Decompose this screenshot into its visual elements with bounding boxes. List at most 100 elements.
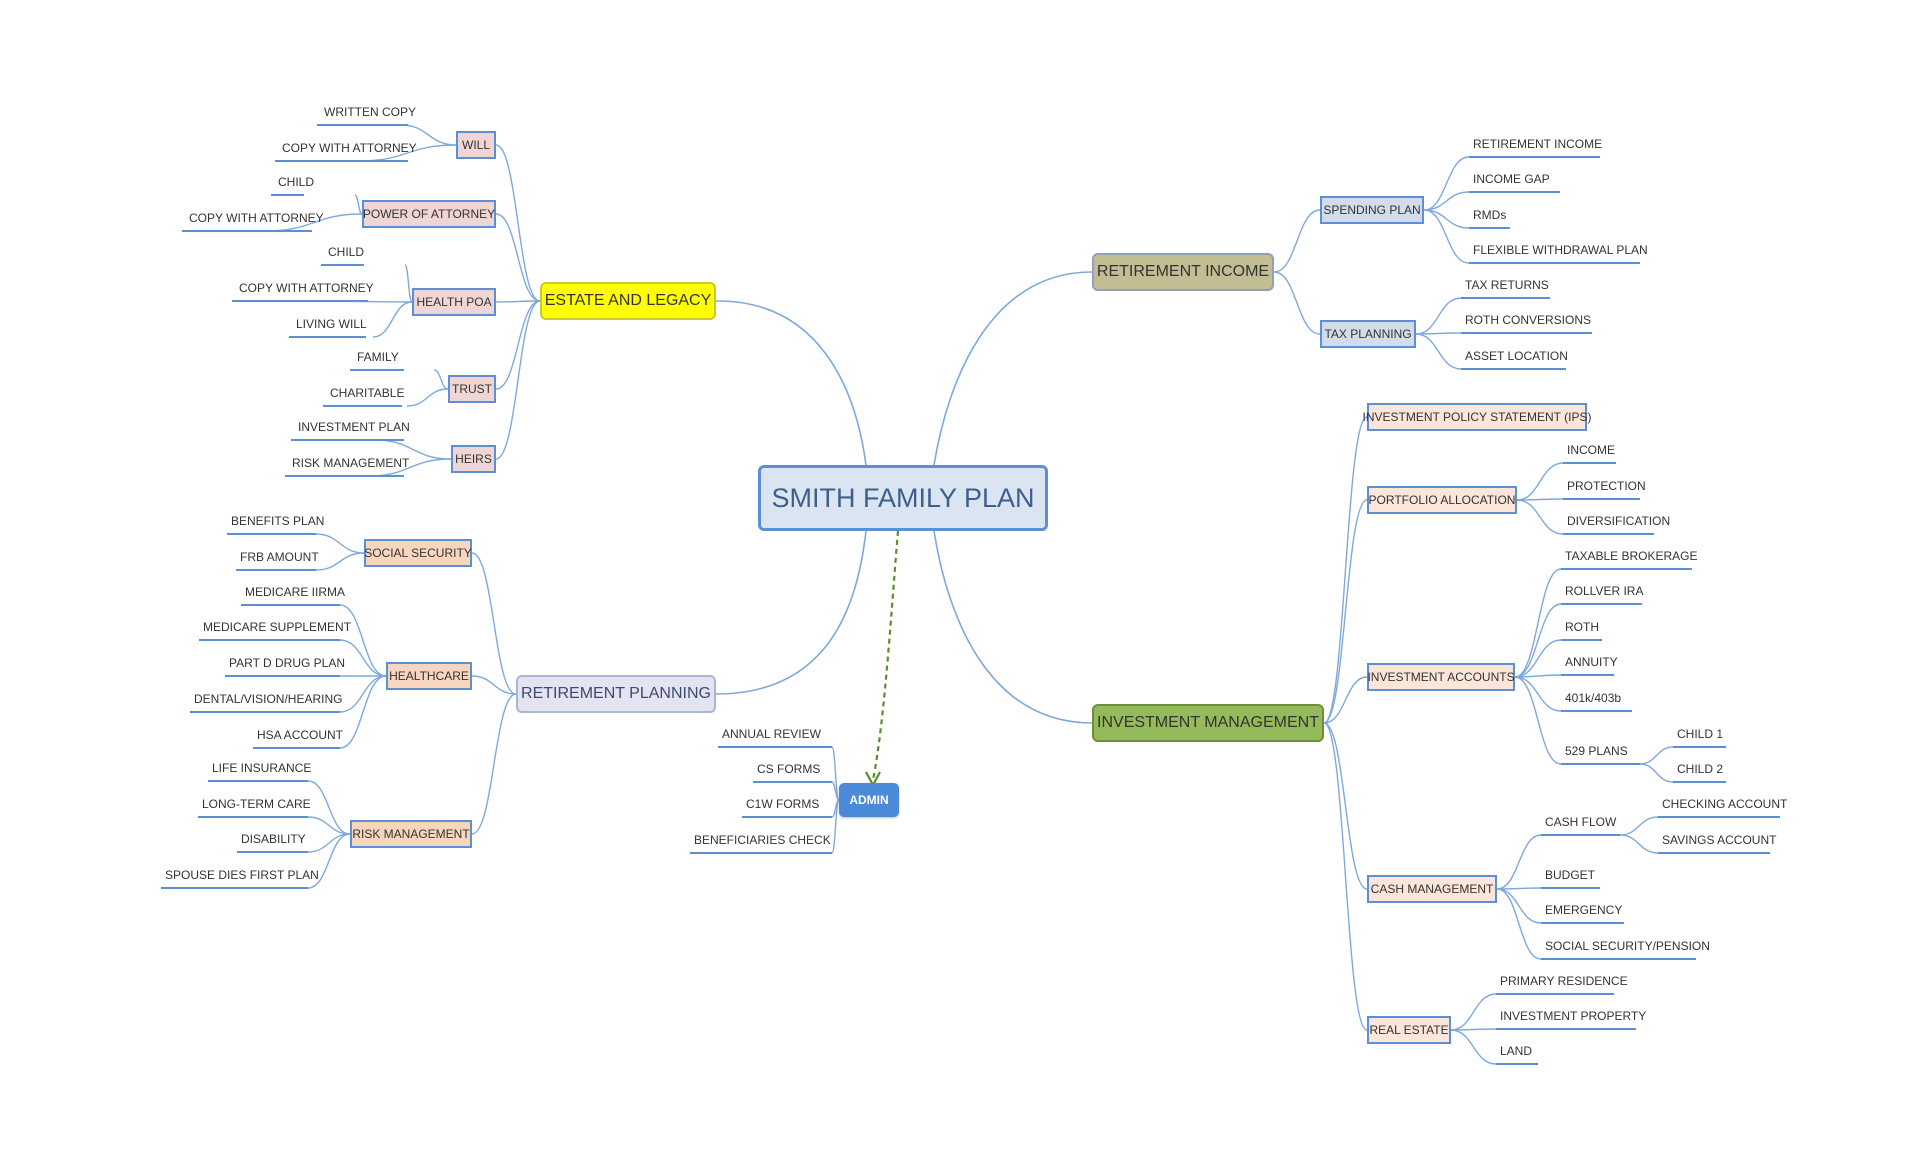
branch-line [339,639,387,677]
branch-line [495,300,541,303]
leaf-diversification[interactable]: DIVERSIFICATION [1567,514,1671,528]
leaf-heirs-investment-plan[interactable]: INVESTMENT PLAN [298,420,410,434]
subtopic-trust[interactable]: TRUST [448,375,496,403]
leaf-income[interactable]: INCOME [1567,443,1615,457]
branch-line [1415,297,1462,335]
branch-line [495,144,541,302]
leaf-long-term-care[interactable]: LONG-TERM CARE [202,797,311,811]
leaf-disability[interactable]: DISABILITY [241,832,306,846]
leaf-protection[interactable]: PROTECTION [1567,479,1646,493]
subtopic-social-security[interactable]: SOCIAL SECURITY [364,539,472,567]
leaf-annual-review[interactable]: ANNUAL REVIEW [722,727,821,741]
leaf-poa-copy-with-attorney[interactable]: COPY WITH ATTORNEY [189,211,324,225]
topic-retirement-income[interactable]: RETIREMENT INCOME [1092,253,1274,291]
leaf-c1w-forms[interactable]: C1W FORMS [746,797,820,811]
leaf-taxable-brokerage[interactable]: TAXABLE BROKERAGE [1565,549,1698,563]
leaf-frb-amount[interactable]: FRB AMOUNT [240,550,319,564]
leaf-heirs-risk-management[interactable]: RISK MANAGEMENT [292,456,410,470]
leaf-poa-child[interactable]: CHILD [278,175,315,189]
leaf-emergency[interactable]: EMERGENCY [1545,903,1623,917]
subtopic-spending-plan[interactable]: SPENDING PLAN [1320,196,1424,224]
leaf-rollver-ira[interactable]: ROLLVER IRA [1565,584,1644,598]
branch-line [471,693,517,835]
leaf-trust-charitable[interactable]: CHARITABLE [330,386,405,400]
topic-estate-and-legacy[interactable]: ESTATE AND LEGACY [540,282,716,320]
leaf-child-1[interactable]: CHILD 1 [1677,727,1724,741]
subtopic-portfolio-allocation[interactable]: PORTFOLIO ALLOCATION [1367,486,1517,514]
admin-node[interactable]: ADMIN [839,783,899,817]
leaf-flexible-withdrawal-plan[interactable]: FLEXIBLE WITHDRAWAL PLAN [1473,243,1648,257]
leaf-hsa-account[interactable]: HSA ACCOUNT [257,728,344,742]
subtopic-cash-management[interactable]: CASH MANAGEMENT [1367,875,1497,903]
leaf-medicare-iirma[interactable]: MEDICARE IIRMA [245,585,346,599]
leaf-benefits-plan[interactable]: BENEFITS PLAN [231,514,325,528]
branch-line [831,781,840,801]
central-topic[interactable]: SMITH FAMILY PLAN [758,465,1048,531]
leaf-roth-conversions[interactable]: ROTH CONVERSIONS [1465,313,1592,327]
branch-line [1619,816,1659,836]
leaf-rmds[interactable]: RMDs [1473,208,1507,222]
branch-line [495,300,541,460]
branch-line [1639,746,1674,765]
leaf-life-insurance[interactable]: LIFE INSURANCE [212,761,312,775]
leaf-401k-403b[interactable]: 401k/403b [1565,691,1622,705]
subtopic-investment-accounts[interactable]: INVESTMENT ACCOUNTS [1367,663,1515,691]
leaf-beneficiaries-check[interactable]: BENEFICIARIES CHECK [694,833,831,847]
leaf-hpoa-child[interactable]: CHILD [328,245,365,259]
leaf-roth[interactable]: ROTH [1565,620,1599,634]
branch-line [471,675,517,695]
subtopic-real-estate[interactable]: REAL ESTATE [1367,1016,1451,1044]
subtopic-power-of-attorney[interactable]: POWER OF ATTORNEY [362,200,496,228]
leaf-written-copy[interactable]: WRITTEN COPY [324,105,416,119]
leaf-cs-forms[interactable]: CS FORMS [757,762,821,776]
leaf-tax-returns[interactable]: TAX RETURNS [1465,278,1549,292]
leaf-asset-location[interactable]: ASSET LOCATION [1465,349,1568,363]
leaf-dental-vision-hearing[interactable]: DENTAL/VISION/HEARING [194,692,343,706]
leaf-529-plans[interactable]: 529 PLANS [1565,744,1628,758]
leaf-living-will[interactable]: LIVING WILL [296,317,367,331]
leaf-cash-flow[interactable]: CASH FLOW [1545,815,1617,829]
leaf-savings-account[interactable]: SAVINGS ACCOUNT [1662,833,1777,847]
leaf-retirement-income[interactable]: RETIREMENT INCOME [1473,137,1603,151]
subtopic-health-poa[interactable]: HEALTH POA [412,288,496,316]
leaf-trust-family[interactable]: FAMILY [357,350,399,364]
leaf-hpoa-copy-with-attorney[interactable]: COPY WITH ATTORNEY [239,281,374,295]
branch-line [1450,1029,1497,1065]
branch-line [307,833,351,889]
branch-line [1514,639,1562,678]
branch-line [495,300,541,390]
subtopic-heirs[interactable]: HEIRS [451,445,496,473]
leaf-medicare-supplement[interactable]: MEDICARE SUPPLEMENT [203,620,352,634]
leaf-spouse-dies-first-plan[interactable]: SPOUSE DIES FIRST PLAN [165,868,319,882]
branch-line [354,194,363,215]
leaf-will-copy-with-attorney[interactable]: COPY WITH ATTORNEY [282,141,417,155]
leaf-checking-account[interactable]: CHECKING ACCOUNT [1662,797,1788,811]
branch-line [495,213,541,302]
branch-line [1323,499,1368,724]
branch-line [1516,462,1564,501]
leaf-land[interactable]: LAND [1500,1044,1533,1058]
leaf-investment-property[interactable]: INVESTMENT PROPERTY [1500,1009,1647,1023]
branch-line [1496,888,1542,960]
subtopic-healthcare[interactable]: HEALTHCARE [386,662,472,690]
leaf-annuity[interactable]: ANNUITY [1565,655,1618,669]
leaf-social-security-pension[interactable]: SOCIAL SECURITY/PENSION [1545,939,1710,953]
topic-retirement-planning[interactable]: RETIREMENT PLANNING [516,675,716,713]
leaf-child-2[interactable]: CHILD 2 [1677,762,1724,776]
branch-line [715,530,867,695]
leaf-part-d-drug-plan[interactable]: PART D DRUG PLAN [229,656,346,670]
branch-line [1273,271,1321,335]
subtopic-tax-planning[interactable]: TAX PLANNING [1320,320,1416,348]
leaf-income-gap[interactable]: INCOME GAP [1473,172,1550,186]
topic-investment-management[interactable]: INVESTMENT MANAGEMENT [1092,704,1324,742]
subtopic-will[interactable]: WILL [456,131,496,159]
branch-line [433,369,449,390]
subtopic-risk-management[interactable]: RISK MANAGEMENT [350,820,472,848]
branch-line [471,552,517,695]
leaf-primary-residence[interactable]: PRIMARY RESIDENCE [1500,974,1628,988]
leaf-budget[interactable]: BUDGET [1545,868,1596,882]
branch-line [1423,191,1470,211]
subtopic-investment-policy-statement[interactable]: INVESTMENT POLICY STATEMENT (IPS) [1363,403,1591,431]
branch-line [831,799,840,854]
